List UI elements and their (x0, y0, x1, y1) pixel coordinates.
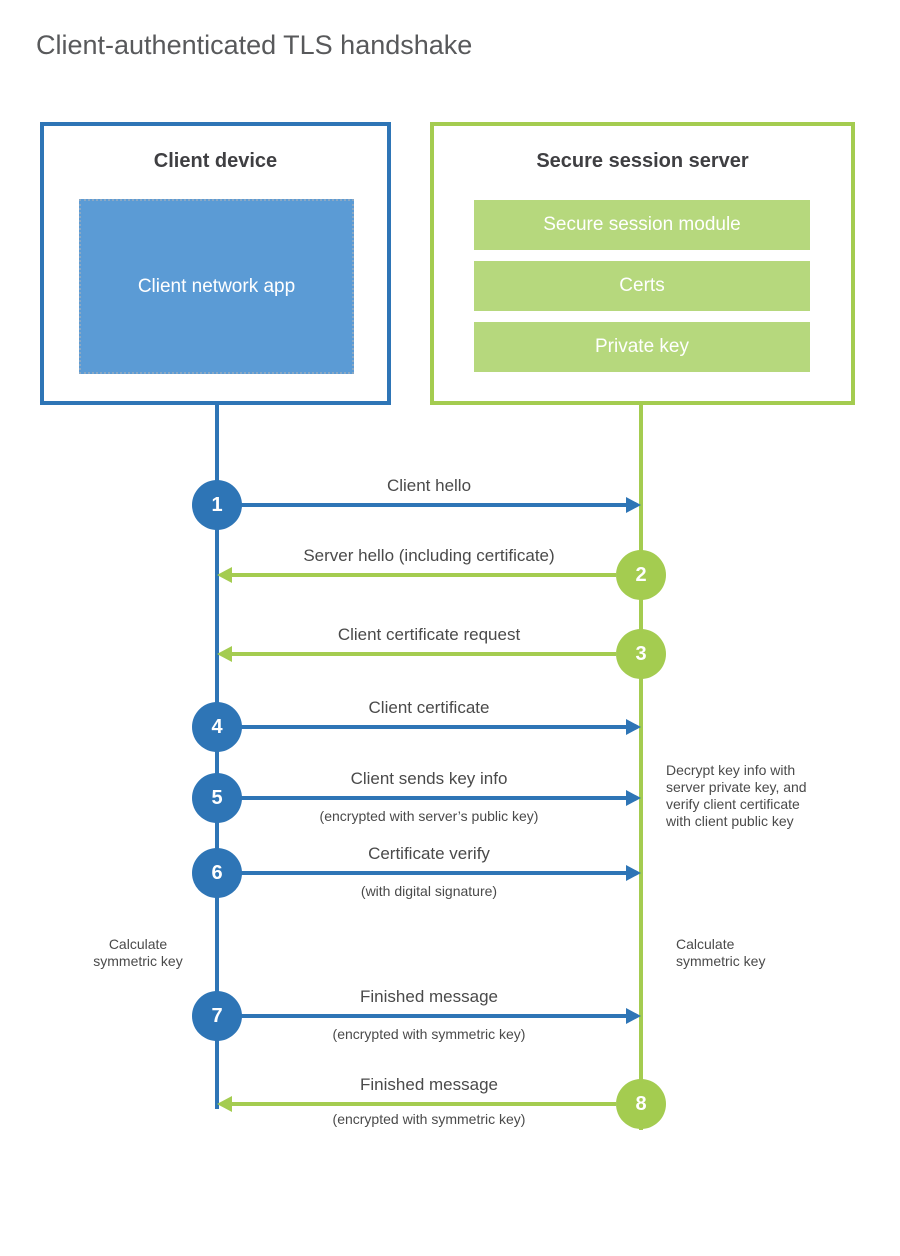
step-4-arrowhead-icon (626, 719, 641, 735)
client-lifeline (215, 405, 219, 1109)
step-5-arrowhead-icon (626, 790, 641, 806)
note-client-calculate: Calculate symmetric key (93, 936, 183, 970)
client-network-app-box: Client network app (79, 199, 354, 374)
step-7-arrowhead-icon (626, 1008, 641, 1024)
step-7-circle: 7 (192, 991, 242, 1041)
step-8-arrowhead-icon (217, 1096, 232, 1112)
step-5-circle: 5 (192, 773, 242, 823)
server-title: Secure session server (536, 150, 749, 172)
step-7-sublabel: (encrypted with symmetric key) (332, 1026, 526, 1042)
step-6-label: Certificate verify (368, 844, 490, 863)
note-server-calculate: Calculate symmetric key (676, 936, 766, 970)
step-6-circle: 6 (192, 848, 242, 898)
server-module-bar-private-key: Private key (474, 322, 810, 372)
step-5-label: Client sends key info (350, 769, 508, 788)
step-6-arrowhead-icon (626, 865, 641, 881)
step-1-circle: 1 (192, 480, 242, 530)
step-4-arrow-line (240, 725, 626, 729)
step-8-circle: 8 (616, 1079, 666, 1129)
step-3-arrowhead-icon (217, 646, 232, 662)
step-4-label: Client certificate (368, 698, 490, 717)
step-5-arrow-line (240, 796, 626, 800)
server-box: Secure session server Secure session mod… (430, 122, 855, 405)
step-7-arrow-line (240, 1014, 626, 1018)
step-5-sublabel: (encrypted with server’s public key) (319, 808, 539, 824)
step-8-sublabel: (encrypted with symmetric key) (332, 1111, 526, 1127)
step-3-arrow-line (232, 652, 616, 656)
step-7-label: Finished message (360, 987, 498, 1006)
step-2-arrow-line (232, 573, 616, 577)
client-device-box: Client device Client network app (40, 122, 391, 405)
step-6-arrow-line (240, 871, 626, 875)
diagram-title: Client-authenticated TLS handshake (36, 30, 473, 60)
step-1-arrowhead-icon (626, 497, 641, 513)
server-module-bar-secure-session: Secure session module (474, 200, 810, 250)
client-network-app-label: Client network app (137, 275, 296, 297)
step-2-circle: 2 (616, 550, 666, 600)
step-1-arrow-line (240, 503, 626, 507)
step-2-arrowhead-icon (217, 567, 232, 583)
step-6-sublabel: (with digital signature) (360, 883, 498, 899)
step-3-circle: 3 (616, 629, 666, 679)
client-device-title: Client device (153, 150, 278, 172)
note-server-decrypt: Decrypt key info with server private key… (666, 762, 807, 830)
step-8-arrow-line (232, 1102, 616, 1106)
server-module-bar-certs: Certs (474, 261, 810, 311)
step-1-label: Client hello (386, 476, 472, 495)
step-2-label: Server hello (including certificate) (303, 546, 555, 565)
step-3-label: Client certificate request (337, 625, 521, 644)
step-4-circle: 4 (192, 702, 242, 752)
step-8-label: Finished message (360, 1075, 498, 1094)
server-lifeline (639, 405, 643, 1130)
